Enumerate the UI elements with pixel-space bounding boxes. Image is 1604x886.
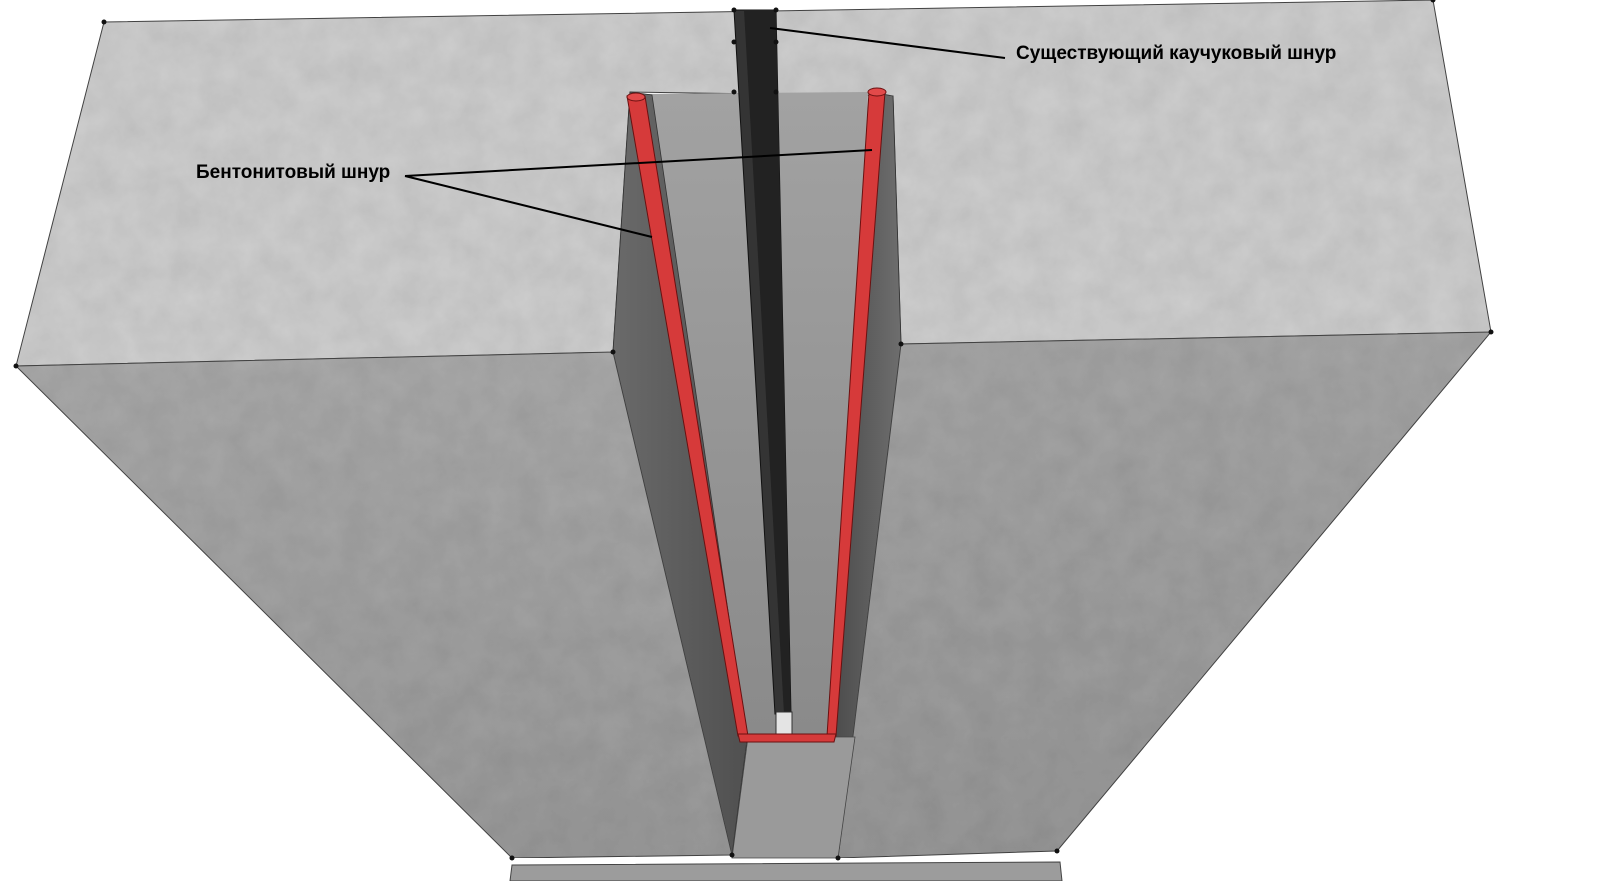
rubber-cord-shade bbox=[744, 10, 791, 714]
joint-back-wall bbox=[640, 92, 868, 737]
joint-bottom bbox=[731, 736, 856, 859]
joint-left-wall bbox=[612, 91, 748, 856]
rubber-cord-label: Существующий каучуковый шнур bbox=[1016, 43, 1337, 64]
bentonite-cord-right-end bbox=[867, 87, 887, 97]
leader-line-bentonite-left bbox=[404, 175, 653, 238]
slab-right-front-face bbox=[837, 331, 1493, 859]
vertex-markers bbox=[13, 0, 1494, 861]
bentonite-cord-left-end bbox=[626, 92, 646, 102]
base-plinth bbox=[509, 861, 1063, 882]
slab-left-front-face bbox=[14, 351, 733, 859]
bentonite-cord-bottom bbox=[737, 733, 837, 743]
leader-line-bentonite-right bbox=[404, 149, 873, 177]
leader-line-rubber bbox=[769, 27, 1006, 59]
rubber-cord-end bbox=[775, 711, 793, 735]
bentonite-cord-label: Бентонитовый шнур bbox=[196, 162, 391, 183]
